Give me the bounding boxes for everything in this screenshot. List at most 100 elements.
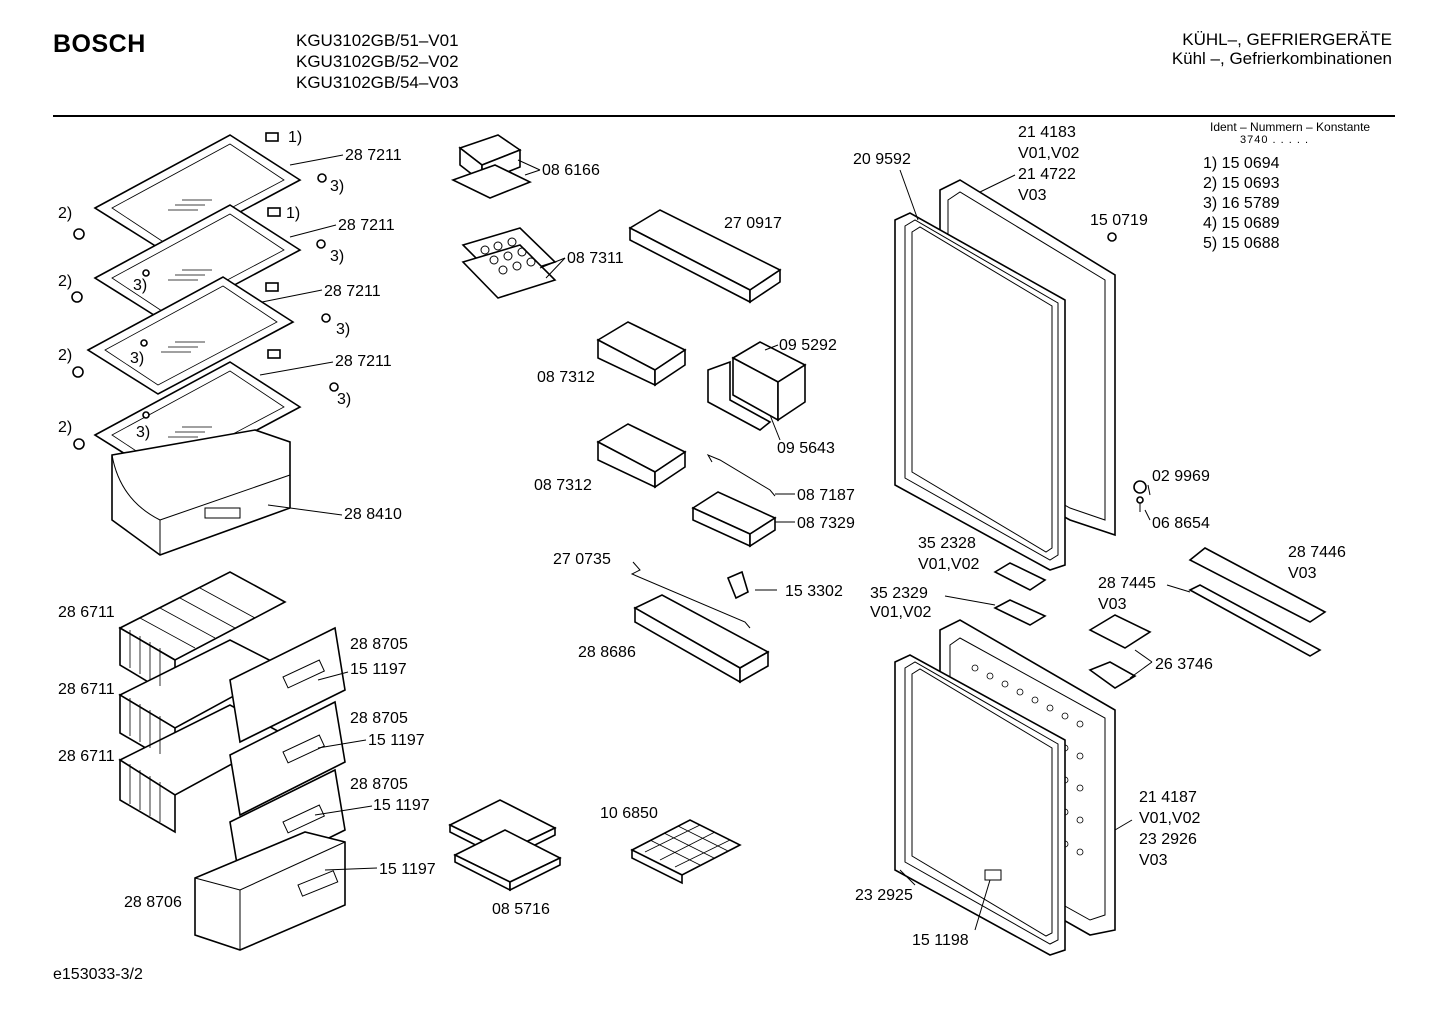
callout-rail: 28 7446 — [1288, 544, 1346, 561]
bottle-holder — [707, 341, 807, 431]
ident-item: 5) 15 0688 — [1203, 235, 1280, 252]
callout-note: 2) — [58, 273, 72, 290]
callout-note: 3) — [136, 424, 150, 441]
callout-note: 3) — [133, 277, 147, 294]
model-number: KGU3102GB/54–V03 — [296, 73, 459, 92]
callout-label-plate: 15 1198 — [912, 932, 969, 949]
callout-variant: V03 — [1139, 852, 1168, 869]
shelf-clips — [71, 132, 339, 450]
callout-small-tray: 08 7329 — [797, 515, 855, 532]
callout-handle: 15 1197 — [350, 661, 407, 678]
bottom-drawer — [194, 831, 346, 951]
callout-variant: V03 — [1098, 596, 1127, 613]
callout-variant: V01,V02 — [918, 556, 979, 573]
drawing-code: e153033-3/2 — [53, 966, 143, 983]
model-list: KGU3102GB/51–V01 KGU3102GB/52–V02 KGU310… — [296, 30, 459, 93]
callout-handle: 15 1197 — [379, 861, 436, 878]
callout-basket: 28 6711 — [58, 604, 115, 621]
callout-gasket: 20 9592 — [853, 151, 911, 168]
ident-constant: 3740 . . . . . — [1240, 134, 1310, 146]
wire-rail — [630, 561, 751, 629]
callout-rail: 28 7445 — [1098, 575, 1156, 592]
callout-variant: V01,V02 — [1018, 145, 1079, 162]
callout-variant: V03 — [1018, 187, 1047, 204]
subtitle-line: Kühl –, Gefrierkombinationen — [1171, 49, 1392, 68]
callout-note: 1) — [288, 129, 302, 146]
callout-front: 28 8705 — [350, 636, 408, 653]
callout-freezer-door: 23 2926 — [1139, 831, 1197, 848]
callout-bottom-drawer: 28 8706 — [124, 894, 182, 911]
callout-freezer-door: 21 4187 — [1139, 789, 1197, 806]
callout-shelf: 28 7211 — [335, 353, 392, 370]
callout-shelf: 28 7211 — [338, 217, 395, 234]
callout-butter-box: 08 6166 — [542, 162, 600, 179]
callout-wire-rail: 27 0735 — [553, 551, 611, 568]
ident-title: Ident – Nummern – Konstante — [1210, 120, 1371, 134]
glass-shelf-3 — [86, 276, 295, 395]
callout-hinge-cover: 35 2328 — [918, 535, 976, 552]
callout-note: 3) — [330, 178, 344, 195]
callout-clip: 15 3302 — [785, 583, 843, 600]
callout-bottle-insert: 09 5643 — [777, 440, 835, 457]
callout-door-shelf: 28 8686 — [578, 644, 636, 661]
callout-shelf: 28 7211 — [345, 147, 402, 164]
ident-item: 2) 15 0693 — [1203, 175, 1280, 192]
callout-note: 1) — [286, 205, 300, 222]
clip-part — [726, 570, 749, 600]
callout-note: 2) — [58, 205, 72, 222]
callout-note: 3) — [330, 248, 344, 265]
callout-hinge: 26 3746 — [1155, 656, 1213, 673]
glass-shelf-2 — [93, 204, 302, 323]
ident-list: 1) 15 0694 2) 15 0693 3) 16 5789 4) 15 0… — [1203, 154, 1280, 254]
callout-note: 3) — [130, 350, 144, 367]
small-hardware — [1107, 232, 1147, 512]
callout-variant: V01,V02 — [1139, 810, 1200, 827]
hinge-parts — [993, 547, 1327, 689]
title-line: KÜHL–, GEFRIERGERÄTE — [1182, 30, 1392, 49]
callout-crisper: 28 8410 — [344, 506, 402, 523]
callout-handle: 15 1197 — [373, 797, 430, 814]
callout-front: 28 8705 — [350, 776, 408, 793]
callout-basket: 28 6711 — [58, 681, 115, 698]
ice-cube-tray — [630, 819, 742, 885]
brand-logo: BOSCH — [53, 30, 146, 58]
callout-note: 2) — [58, 347, 72, 364]
callout-variant: V03 — [1288, 565, 1317, 582]
egg-tray — [461, 227, 557, 299]
callout-hinge-cover: 35 2329 — [870, 585, 928, 602]
small-tray — [691, 491, 777, 548]
fridge-door-gasket — [894, 212, 1066, 571]
ident-item: 1) 15 0694 — [1203, 155, 1280, 172]
freezer-baskets — [118, 571, 287, 834]
wire-clip — [706, 453, 776, 497]
callout-cold-pack: 08 5716 — [492, 901, 550, 918]
callout-bottle-holder: 09 5292 — [779, 337, 837, 354]
small-box-1 — [596, 321, 687, 387]
small-box-2 — [596, 423, 687, 489]
model-number: KGU3102GB/52–V02 — [296, 52, 459, 71]
callout-front: 28 8705 — [350, 710, 408, 727]
callout-note: 3) — [336, 321, 350, 338]
document-title: KÜHL–, GEFRIERGERÄTE Kühl –, Gefrierkomb… — [1172, 30, 1392, 68]
freezer-door-gasket — [894, 654, 1066, 956]
callout-fridge-door: 21 4722 — [1018, 166, 1076, 183]
cold-packs — [448, 799, 562, 892]
ident-item: 3) 16 5789 — [1203, 195, 1280, 212]
callout-note: 2) — [58, 419, 72, 436]
callout-screw: 06 8654 — [1152, 515, 1210, 532]
callout-note: 3) — [337, 391, 351, 408]
model-number: KGU3102GB/51–V01 — [296, 31, 459, 50]
callout-small-box: 08 7312 — [534, 477, 592, 494]
callout-door-shelf: 27 0917 — [724, 215, 782, 232]
callout-labels: 1) 28 7211 3) 1) 28 7211 2) 3) 2) 3) 28 … — [58, 124, 1346, 949]
callout-ice-tray: 10 6850 — [600, 805, 658, 822]
callout-handle: 15 1197 — [368, 732, 425, 749]
callout-variant: V01,V02 — [870, 604, 931, 621]
glass-shelf-1 — [93, 134, 302, 253]
door-shelf-bottom — [633, 594, 770, 684]
door-shelf-top — [628, 209, 782, 304]
callout-plug: 15 0719 — [1090, 212, 1148, 229]
callout-small-box: 08 7312 — [537, 369, 595, 386]
leader-lines — [259, 154, 1191, 931]
